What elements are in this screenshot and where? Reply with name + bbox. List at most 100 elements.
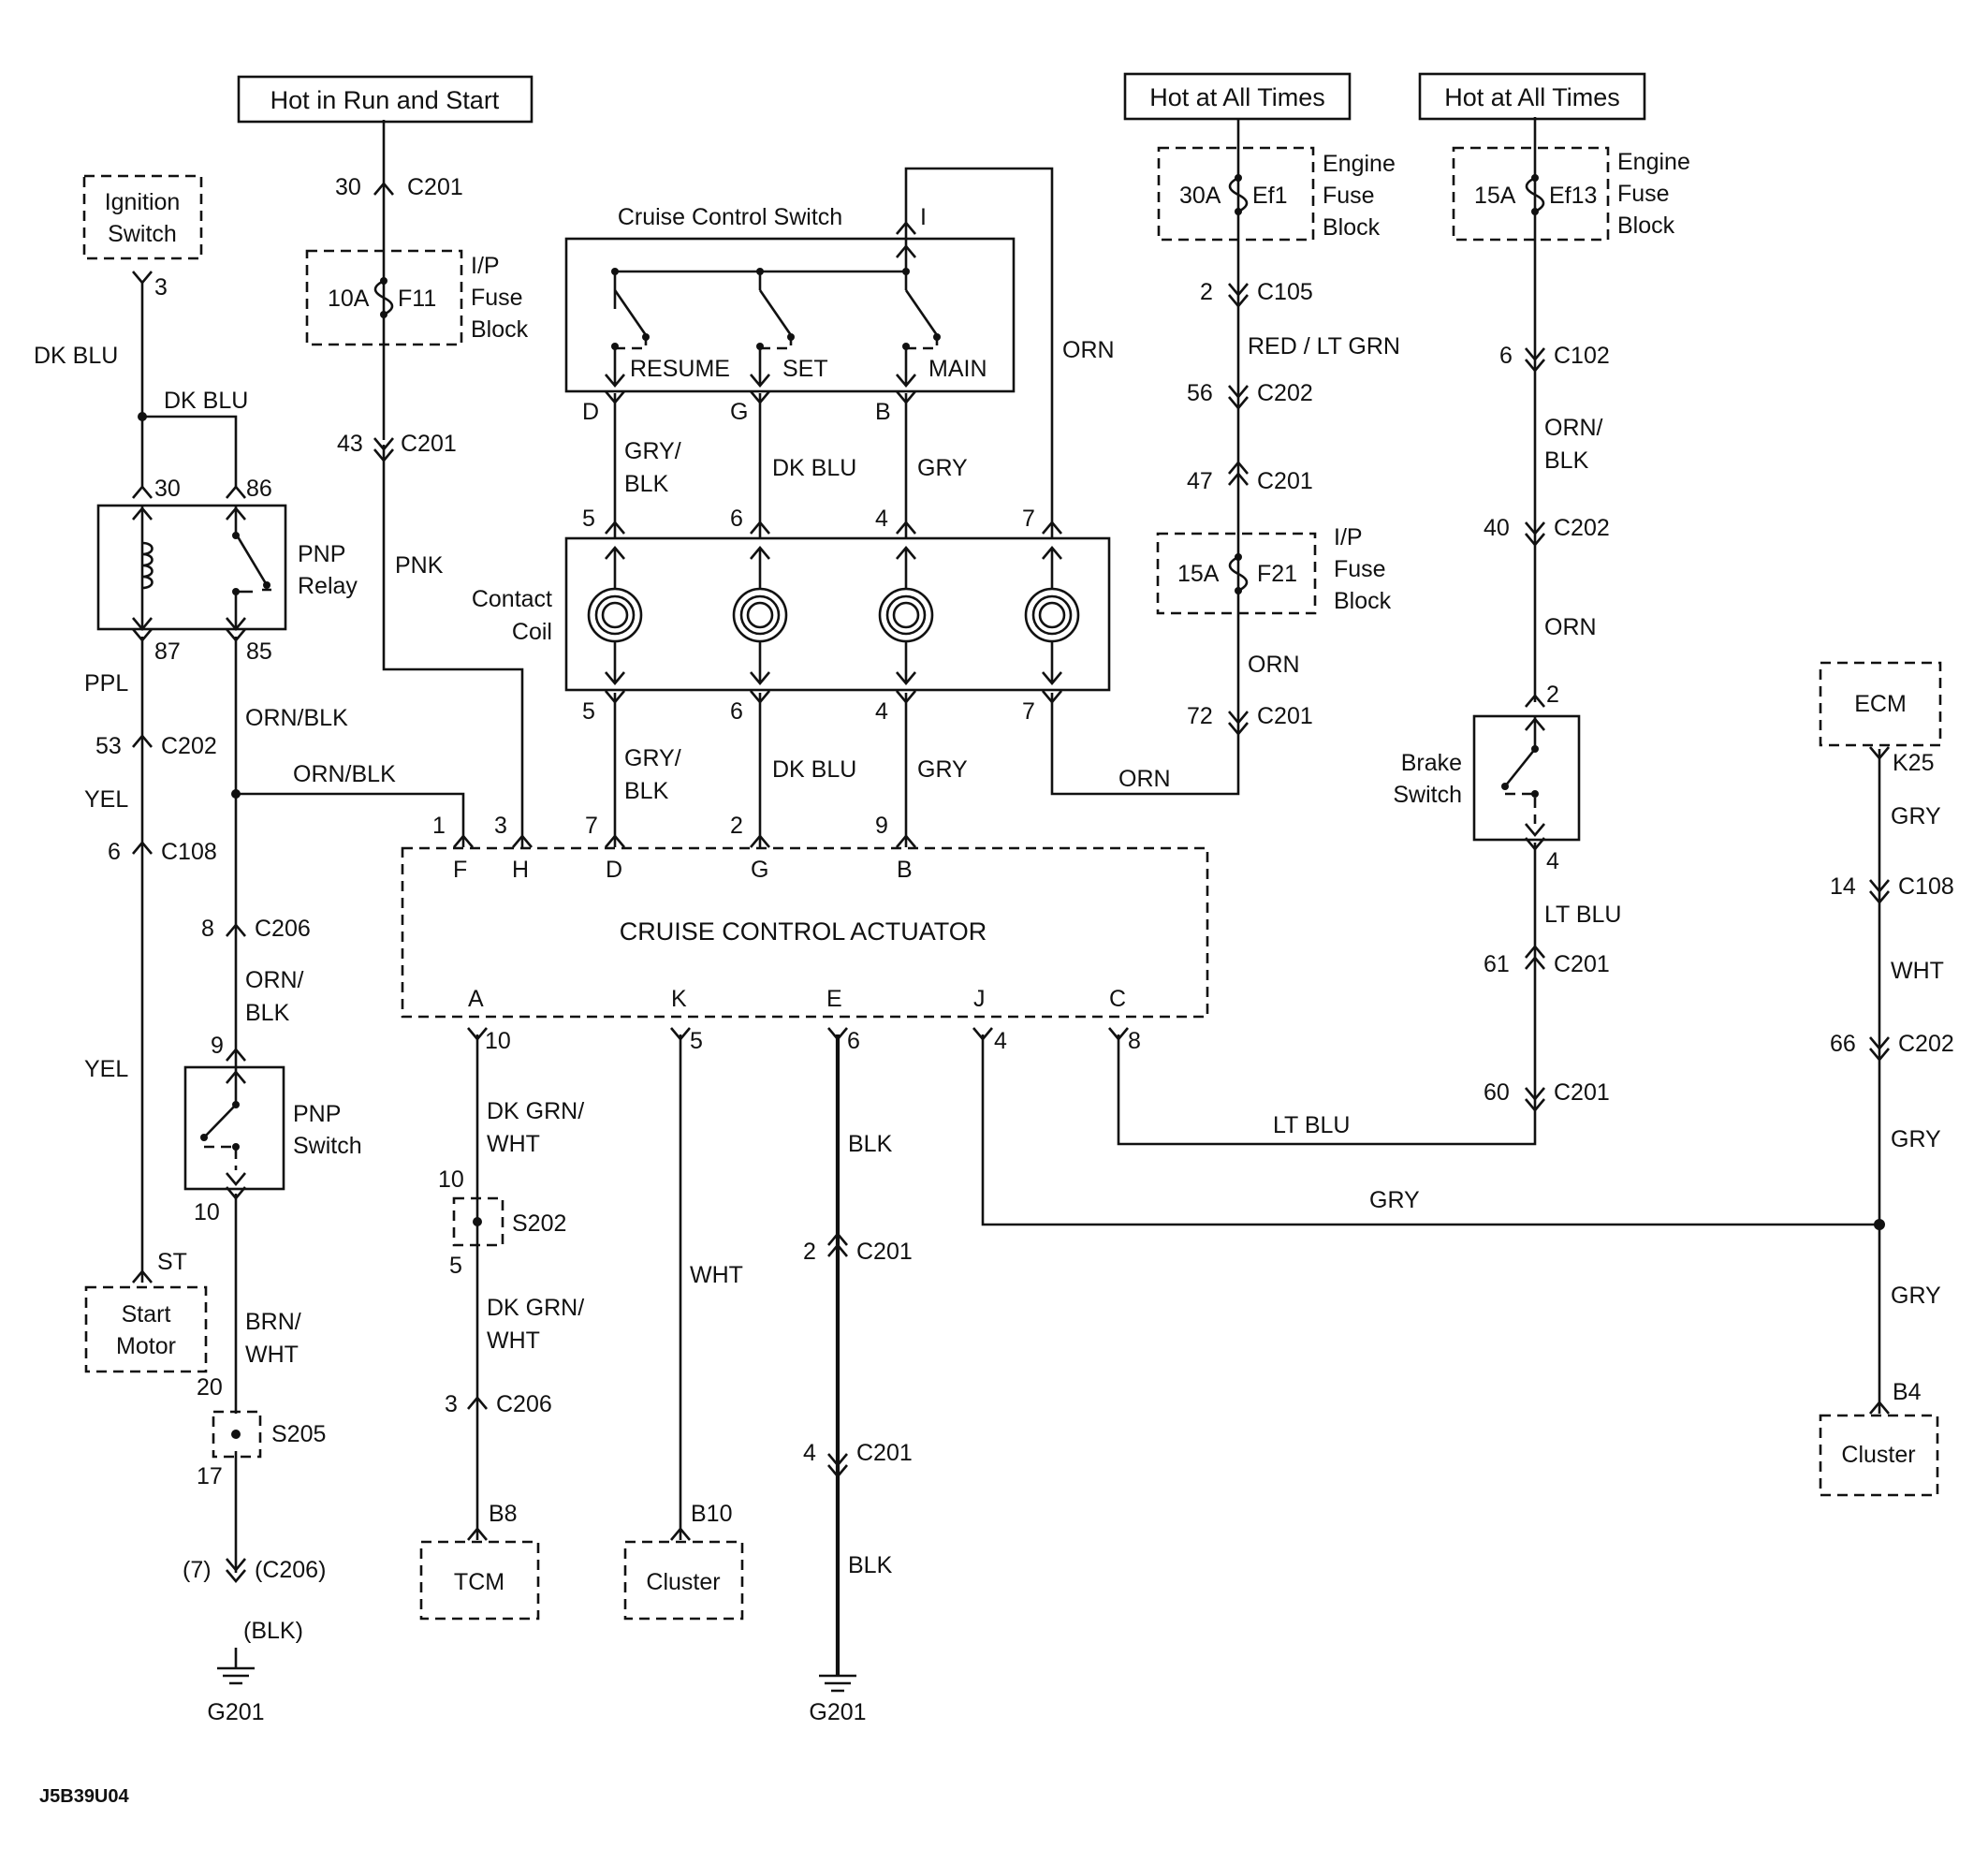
wire-label: BRN/ [245, 1309, 301, 1335]
connector-label: C202 [161, 733, 217, 759]
wire-dk-blu-ignition [140, 281, 238, 487]
pin-label: 17 [197, 1463, 223, 1489]
wire-label: BLK [848, 1552, 893, 1578]
pin-label: 6 [847, 1028, 860, 1054]
connector-label: C105 [1257, 279, 1313, 305]
pin-label: 14 [1830, 873, 1856, 900]
connector-label: C202 [1554, 515, 1610, 541]
wire-label: YEL [84, 1056, 128, 1082]
wire-label: GRY/ [624, 438, 681, 464]
wire-label: BLK [245, 1000, 290, 1026]
wire-gry-actuator-j [981, 1034, 1879, 1226]
pin-label: 7 [1022, 698, 1035, 725]
pin-label: 8 [1128, 1028, 1141, 1054]
wire-label: DK GRN/ [487, 1098, 584, 1124]
wire-label: WHT [1891, 958, 1944, 984]
pnp-switch: PNP Switch [183, 1065, 362, 1191]
connector-labels: C201 C201 C202 C108 C206 (C206) C206 C20… [161, 174, 1954, 1583]
wire-label: WHT [245, 1342, 299, 1368]
pin-label: K25 [1893, 750, 1934, 776]
pin-label: 6 [730, 506, 743, 532]
ip-fuse-block-2-l3: Block [1334, 588, 1392, 614]
engine-fuse-block-2-l2: Fuse [1617, 181, 1670, 207]
wire-labels: DK BLU DK BLU PPL YEL YEL ORN/BLK ORN/BL… [34, 333, 1944, 1644]
main-label: MAIN [928, 356, 987, 382]
pin-label: D [582, 399, 599, 425]
pin-label: 85 [246, 638, 272, 665]
ground-symbol-left [217, 1648, 255, 1685]
pin-label: 5 [449, 1253, 462, 1279]
fuse-f21-icon [1228, 555, 1249, 593]
wire-label: ORN [1118, 766, 1171, 792]
wire-label: ORN [1248, 652, 1300, 678]
wire-label: DK BLU [164, 388, 248, 414]
wire-label: ORN/BLK [245, 705, 348, 731]
pin-label: F [453, 857, 467, 883]
pin-label: 4 [803, 1440, 816, 1466]
ground-symbol-right [819, 1674, 856, 1693]
fuse-f21-name: F21 [1257, 561, 1297, 587]
pin-label: 3 [445, 1391, 458, 1417]
pin-label: 47 [1187, 468, 1213, 494]
pin-label: 86 [246, 476, 272, 502]
connector-label: C108 [161, 839, 217, 865]
pin-label: 4 [994, 1028, 1007, 1054]
pin-label: 6 [108, 839, 121, 865]
connector-label: C201 [401, 431, 457, 457]
pin-label: B8 [489, 1501, 518, 1527]
pin-label: 2 [1546, 682, 1559, 708]
cluster-label-2: Cluster [1841, 1442, 1915, 1468]
connector-label: C201 [856, 1239, 913, 1265]
wire-label: WHT [690, 1262, 743, 1288]
wire-label: DK BLU [772, 455, 856, 481]
connector-label: C102 [1554, 343, 1610, 369]
pin-label: C [1109, 986, 1126, 1012]
pin-label: 1 [432, 813, 446, 839]
coil-ring-d [587, 587, 643, 643]
wire-pnk [382, 445, 524, 847]
pin-label: 7 [585, 813, 598, 839]
pin-label: 4 [875, 698, 888, 725]
wire-orn-blk-actuator-f [236, 792, 465, 847]
ip-fuse-block-2-l2: Fuse [1334, 556, 1386, 582]
wire-label: ORN [1544, 614, 1597, 640]
pin-label: 72 [1187, 703, 1213, 729]
pin-label: 6 [1499, 343, 1513, 369]
wire-label: BLK [624, 471, 669, 497]
brake-switch-l1: Brake [1401, 750, 1462, 776]
fuse-ef13-amp: 15A [1474, 183, 1516, 209]
contact-coil-l1: Contact [472, 586, 552, 612]
pnp-relay-l1: PNP [298, 541, 345, 567]
ip-fuse-block-2-l1: I/P [1334, 524, 1363, 550]
pnp-relay: PNP Relay [96, 504, 358, 632]
wire-label: GRY [1891, 803, 1941, 829]
fuse-ef13-name: Ef13 [1549, 183, 1597, 209]
pin-label: 5 [582, 698, 595, 725]
pin-label: 66 [1830, 1031, 1856, 1057]
pnp-switch-l2: Switch [293, 1133, 362, 1159]
engine-fuse-block-2-l1: Engine [1617, 149, 1690, 175]
fuse-ef13-icon [1525, 176, 1545, 213]
hot-all-times-label-2: Hot at All Times [1444, 83, 1620, 111]
pin-label: J [973, 986, 986, 1012]
wire-label: BLK [624, 778, 669, 804]
wire-label: GRY/ [624, 745, 681, 771]
pnp-relay-l2: Relay [298, 573, 358, 599]
wire-label: GRY [1891, 1283, 1941, 1309]
hot-all-times-label-1: Hot at All Times [1149, 83, 1325, 111]
wire-orn-loop [904, 167, 1054, 538]
wire-label: GRY [1891, 1126, 1941, 1152]
ecm-label: ECM [1854, 691, 1907, 717]
pin-label: 30 [154, 476, 181, 502]
actuator-label: CRUISE CONTROL ACTUATOR [620, 917, 987, 946]
cruise-control-switch-label: Cruise Control Switch [618, 204, 842, 230]
wire-label: (BLK) [243, 1618, 303, 1644]
fuse-f11-name: F11 [398, 286, 436, 312]
pin-label: B10 [691, 1501, 732, 1527]
pin-label: 4 [875, 506, 888, 532]
pin-label: 5 [690, 1028, 703, 1054]
connector-label: C201 [856, 1440, 913, 1466]
fuses: 10A F11 30A Ef1 15A Ef13 15A F21 [328, 174, 1597, 594]
